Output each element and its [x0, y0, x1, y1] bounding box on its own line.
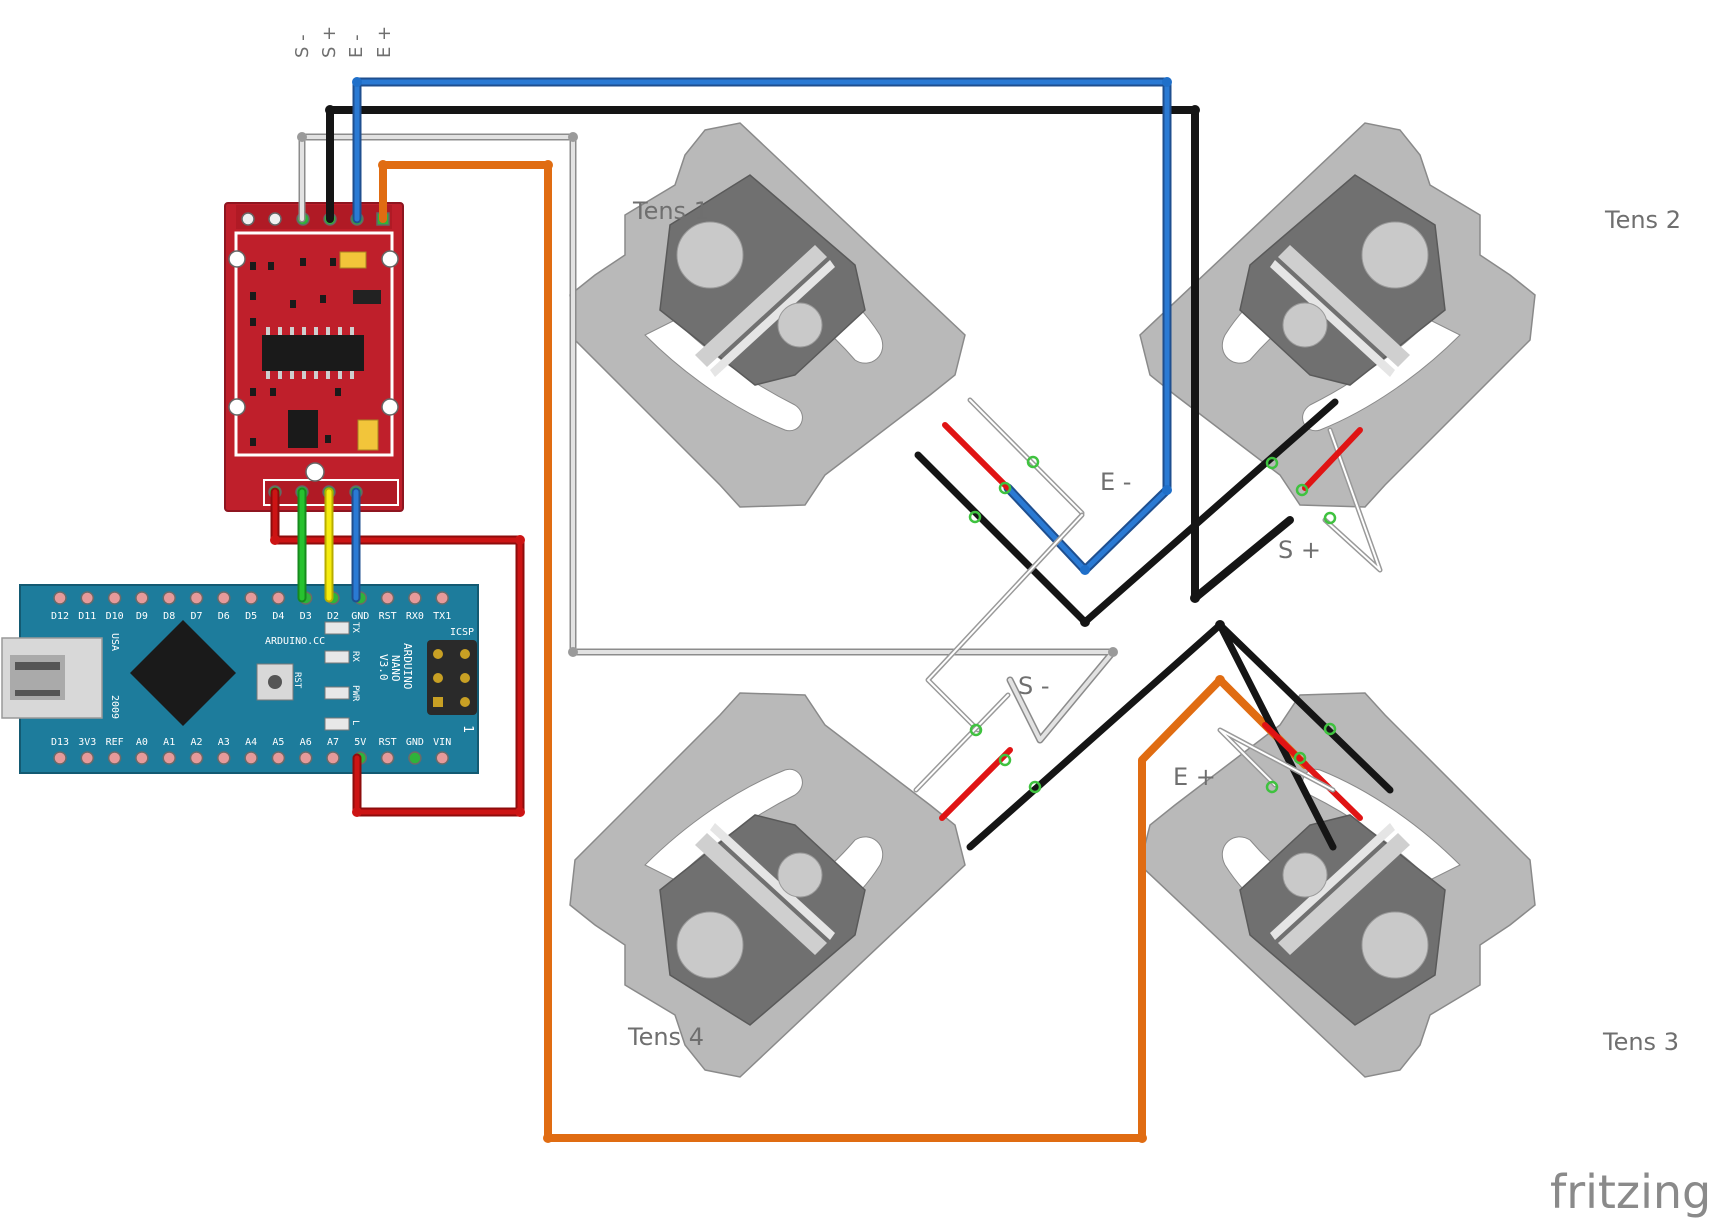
arduino-pin-label: A1	[163, 737, 175, 748]
arduino-pin-label: 3V3	[78, 737, 96, 748]
arduino-pin-label: D3	[300, 611, 312, 622]
reset-button	[256, 663, 294, 701]
fritzing-watermark: fritzing	[1550, 1165, 1711, 1218]
arduino-pin-label: D2	[327, 611, 339, 622]
hx711-board	[224, 202, 404, 512]
arduino-pin-label: A6	[300, 737, 312, 748]
arduino-pin	[271, 591, 286, 605]
arduino-pin	[408, 751, 422, 765]
arduino-pin-label: D13	[51, 737, 69, 748]
arduino-pin-label: A5	[272, 737, 284, 748]
arduino-pin	[298, 751, 313, 765]
arduino-pin-label: RST	[379, 737, 397, 748]
arduino-top-pins: D12 D11 D10 D9 D8 D7 D6 D5 D4 D3 D2 GND RST RX0 TX1	[51, 591, 451, 622]
hx711-pin-label: S +	[319, 26, 340, 58]
silk-name: ARDUINO	[401, 643, 414, 689]
hx711-pin-labels: S - S + E - E +	[292, 26, 395, 58]
arduino-pin-label: A4	[245, 737, 257, 748]
arduino-pin	[435, 751, 449, 765]
icsp-header	[427, 640, 477, 715]
arduino-bottom-pins: D13 3V3 REF A0 A1 A2 A3 A4 A5 A6 A7 5V RST GND VIN	[51, 737, 451, 765]
usb-connector	[1, 637, 103, 719]
label-tens-2: Tens 2	[1604, 206, 1681, 234]
arduino-pin	[189, 751, 204, 765]
arduino-pin	[80, 751, 95, 765]
arduino-pin	[244, 751, 258, 765]
arduino-pin	[380, 591, 395, 605]
arduino-pin	[217, 751, 231, 765]
arduino-pin-label: D6	[218, 611, 230, 622]
silk-brand: ARDUINO.CC	[265, 636, 325, 647]
arduino-pin	[53, 751, 67, 765]
label-tens-4: Tens 4	[627, 1023, 704, 1051]
label-e-plus: E +	[1173, 763, 1216, 791]
arduino-pin	[162, 751, 176, 765]
arduino-pin-label: 5V	[354, 737, 366, 748]
arduino-pin	[189, 591, 204, 605]
silk-name: NANO	[389, 655, 402, 682]
load-cell-1	[569, 122, 966, 508]
silk-tx: TX	[350, 622, 360, 633]
silk-pwr: PWR	[350, 685, 360, 702]
label-tens-1: Tens 1	[632, 197, 709, 225]
arduino-pin-label: D5	[245, 611, 257, 622]
arduino-pin	[217, 591, 231, 605]
arduino-pin	[135, 751, 149, 765]
silk-year: 2009	[109, 695, 120, 719]
arduino-pin-label: GND	[351, 611, 369, 622]
arduino-pin	[326, 751, 340, 765]
load-cell-4	[569, 692, 966, 1078]
arduino-pin-label: RX0	[406, 611, 424, 622]
arduino-pin-label: A3	[218, 737, 230, 748]
silk-rst: RST	[292, 672, 302, 689]
wire-e-plus-orange	[379, 161, 1309, 1142]
arduino-pin-label: REF	[106, 737, 124, 748]
silk-l: L	[350, 720, 360, 725]
arduino-pin-label: D10	[106, 611, 124, 622]
arduino-pin	[408, 591, 422, 605]
arduino-pin	[53, 591, 67, 605]
hx711-pin-label: E +	[374, 26, 395, 58]
label-e-minus: E -	[1100, 468, 1131, 496]
silk-usa: USA	[109, 633, 120, 651]
arduino-pin	[107, 751, 122, 765]
arduino-pin-label: D4	[272, 611, 284, 622]
arduino-pin-label: D7	[190, 611, 202, 622]
arduino-pin-label: RST	[379, 611, 397, 622]
label-s-plus: S +	[1278, 536, 1321, 564]
silk-icsp: ICSP	[450, 627, 474, 638]
arduino-pin-label: GND	[406, 737, 424, 748]
hx711-pin-label: E -	[346, 34, 367, 58]
arduino-pin	[107, 591, 122, 605]
arduino-pin-label: VIN	[433, 737, 451, 748]
arduino-pin	[435, 591, 449, 605]
arduino-pin-label: A7	[327, 737, 339, 748]
arduino-pin-label: D9	[136, 611, 148, 622]
arduino-pin	[80, 591, 95, 605]
label-s-minus: S -	[1018, 672, 1050, 700]
arduino-pin-label: A0	[136, 737, 148, 748]
arduino-pin	[162, 591, 176, 605]
arduino-pin-label: A2	[190, 737, 202, 748]
hx711-pin-label: S -	[292, 34, 313, 58]
arduino-pin	[380, 751, 395, 765]
arduino-pin	[271, 751, 286, 765]
arduino-pin-label: D12	[51, 611, 69, 622]
arduino-pin	[244, 591, 258, 605]
arduino-pin-label: TX1	[433, 611, 451, 622]
arduino-pin-label: D11	[78, 611, 96, 622]
load-cell-3	[1139, 692, 1536, 1078]
silk-one: 1	[460, 725, 475, 733]
arduino-pin	[135, 591, 149, 605]
silk-name: V3.0	[377, 654, 390, 681]
arduino-pin-label: D8	[163, 611, 175, 622]
silk-rx: RX	[350, 651, 360, 662]
loadcell-wires	[913, 397, 1394, 851]
label-tens-3: Tens 3	[1602, 1028, 1679, 1056]
